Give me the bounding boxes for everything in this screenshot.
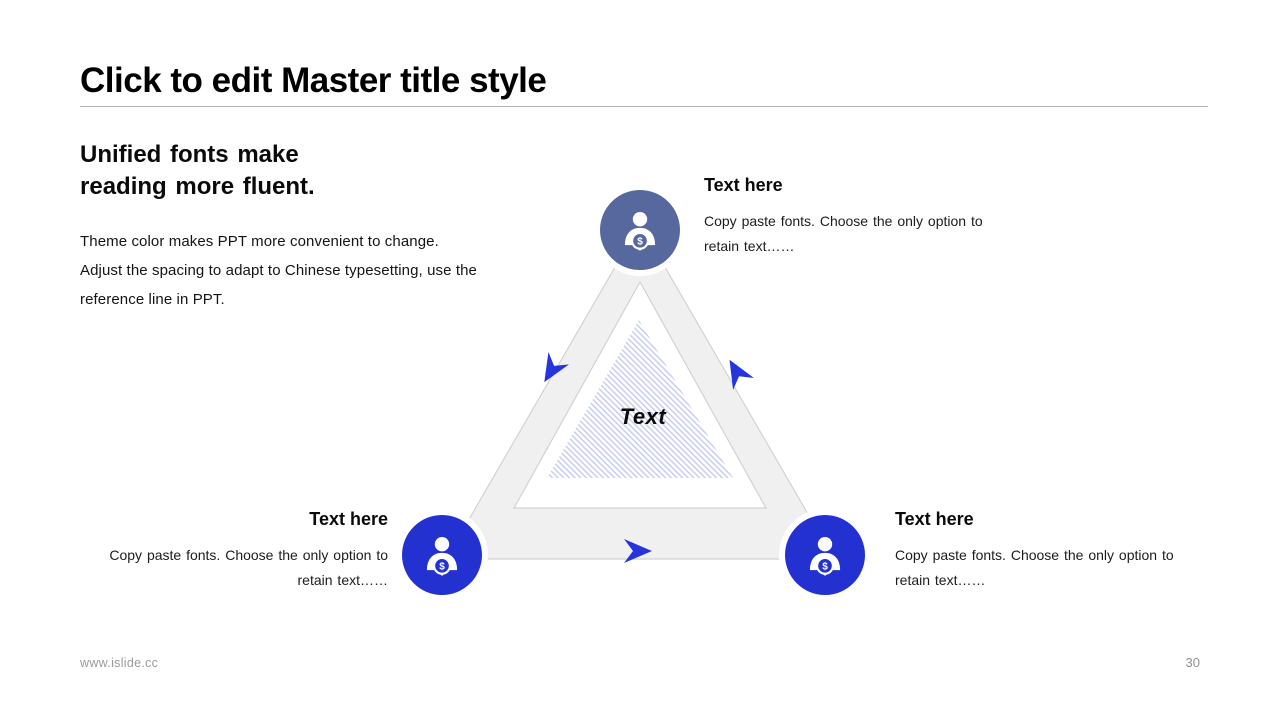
cycle-arrow-right[interactable] [719,354,754,390]
node-circle-bottom-left[interactable]: $ [402,515,482,595]
businessman-dollar-icon: $ [426,537,458,576]
cycle-arrow-left[interactable] [534,351,570,388]
intro-heading[interactable]: Unified fonts make reading more fluent. [80,141,315,200]
footer-url: www.islide.cc [80,656,159,670]
node-heading: Text here [309,509,388,529]
node-circle-top[interactable]: $ [600,190,680,270]
title-divider [80,106,1208,107]
slide-title[interactable]: Click to edit Master title style [80,61,547,100]
node-body: Copy paste fonts. Choose the only option… [109,547,388,588]
businessman-dollar-icon: $ [624,212,656,251]
svg-text:$: $ [637,236,643,247]
node-heading: Text here [895,509,974,529]
svg-text:$: $ [822,561,828,572]
intro-body[interactable]: Theme color makes PPT more convenient to… [80,233,477,308]
page-number: 30 [1185,655,1200,670]
node-text-top[interactable]: Text here Copy paste fonts. Choose the o… [704,175,1004,259]
node-text-bottom-left[interactable]: Text here Copy paste fonts. Choose the o… [88,509,388,593]
diagram-center-label[interactable]: Text [619,404,667,429]
node-body: Copy paste fonts. Choose the only option… [704,213,983,254]
businessman-dollar-icon: $ [809,537,841,576]
node-circle-bottom-right[interactable]: $ [785,515,865,595]
hatch-triangle[interactable] [547,320,733,478]
cycle-arrow-bottom[interactable] [624,539,652,563]
node-body: Copy paste fonts. Choose the only option… [895,547,1174,588]
node-heading: Text here [704,175,783,195]
node-text-bottom-right[interactable]: Text here Copy paste fonts. Choose the o… [895,509,1195,593]
svg-text:$: $ [439,561,445,572]
